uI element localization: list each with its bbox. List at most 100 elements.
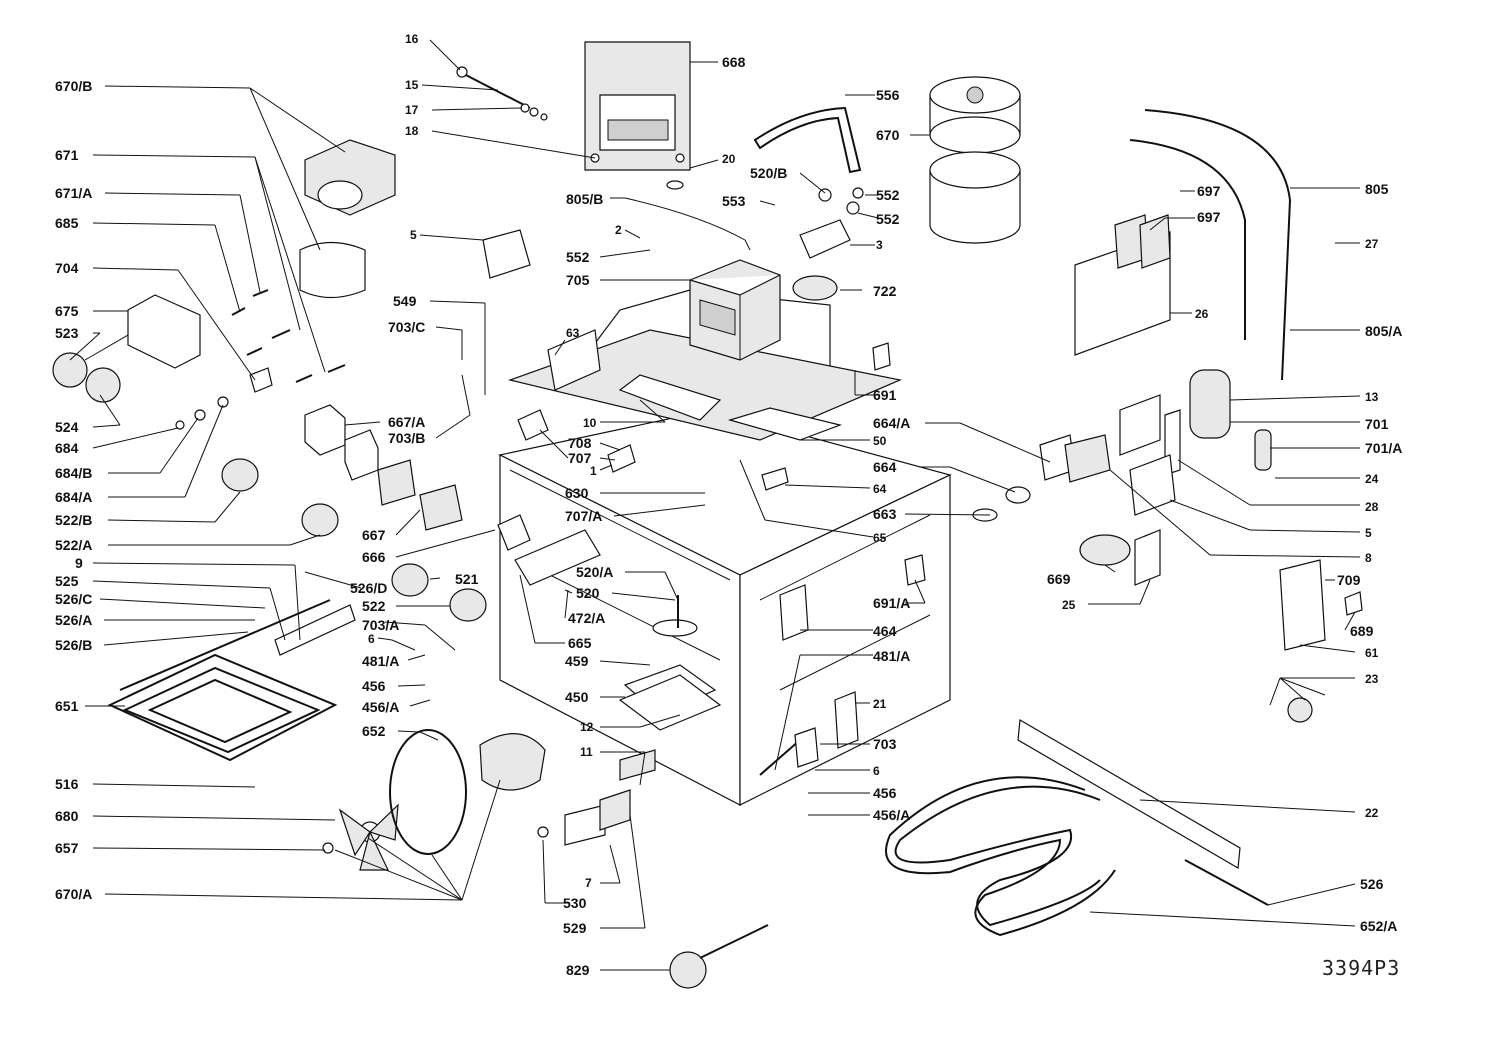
label-522a: 522/A xyxy=(55,537,92,553)
label-516: 516 xyxy=(55,776,79,792)
label-704: 704 xyxy=(55,260,79,276)
label-520b: 520/B xyxy=(750,165,787,181)
cooling-fan-motor xyxy=(299,139,396,299)
label-8: 8 xyxy=(1365,551,1372,565)
label-680: 680 xyxy=(55,808,79,824)
label-722: 722 xyxy=(873,283,897,299)
capacitor-assembly xyxy=(1074,214,1272,476)
label-666: 666 xyxy=(362,549,386,565)
screw-set xyxy=(231,289,346,393)
label-450: 450 xyxy=(565,689,589,705)
label-522: 522 xyxy=(362,598,386,614)
label-703b: 703/B xyxy=(388,430,425,446)
label-61: 61 xyxy=(1365,646,1379,660)
label-652: 652 xyxy=(362,723,386,739)
label-530: 530 xyxy=(563,895,587,911)
label-6-right: 6 xyxy=(873,764,880,778)
label-667: 667 xyxy=(362,527,386,543)
label-671a: 671/A xyxy=(55,185,92,201)
label-526: 526 xyxy=(1360,876,1384,892)
label-684a: 684/A xyxy=(55,489,92,505)
label-552-b: 552 xyxy=(876,211,900,227)
label-523: 523 xyxy=(55,325,79,341)
label-691: 691 xyxy=(873,387,897,403)
label-705: 705 xyxy=(566,272,590,288)
label-24: 24 xyxy=(1365,472,1379,486)
label-12: 12 xyxy=(580,720,594,734)
label-459: 459 xyxy=(565,653,589,669)
label-684b: 684/B xyxy=(55,465,92,481)
label-17: 17 xyxy=(405,103,419,117)
label-552-center: 552 xyxy=(566,249,590,265)
label-529: 529 xyxy=(563,920,587,936)
label-64: 64 xyxy=(873,482,887,496)
label-709: 709 xyxy=(1337,572,1361,588)
label-456a-center: 456/A xyxy=(362,699,399,715)
label-5-right: 5 xyxy=(1365,526,1372,540)
label-630: 630 xyxy=(565,485,589,501)
label-5-center: 5 xyxy=(410,228,417,242)
label-805: 805 xyxy=(1365,181,1389,197)
connectors xyxy=(482,229,1363,776)
label-526a: 526/A xyxy=(55,612,92,628)
label-22: 22 xyxy=(1365,806,1379,820)
label-685: 685 xyxy=(55,215,79,231)
label-684: 684 xyxy=(55,440,79,456)
label-707a: 707/A xyxy=(565,508,602,524)
label-28: 28 xyxy=(1365,500,1379,514)
label-63: 63 xyxy=(566,326,580,340)
label-524: 524 xyxy=(55,419,79,435)
screw-rod xyxy=(456,66,548,121)
label-805b: 805/B xyxy=(566,191,603,207)
label-664a: 664/A xyxy=(873,415,910,431)
label-549: 549 xyxy=(393,293,417,309)
selector-switches xyxy=(175,396,463,537)
control-knobs xyxy=(391,514,601,622)
grill-heater xyxy=(107,599,356,762)
label-23: 23 xyxy=(1365,672,1379,686)
label-703: 703 xyxy=(873,736,897,752)
label-456-right: 456 xyxy=(873,785,897,801)
door-hardware xyxy=(537,595,722,846)
convection-fan xyxy=(322,729,546,871)
label-657: 657 xyxy=(55,840,79,856)
drive-belt xyxy=(753,106,862,174)
label-663: 663 xyxy=(873,506,897,522)
label-670a: 670/A xyxy=(55,886,92,902)
label-25: 25 xyxy=(1062,598,1076,612)
label-689: 689 xyxy=(1350,623,1374,639)
label-701: 701 xyxy=(1365,416,1389,432)
label-481a-center: 481/A xyxy=(362,653,399,669)
label-664: 664 xyxy=(873,459,897,475)
label-670b: 670/B xyxy=(55,78,92,94)
label-13: 13 xyxy=(1365,390,1379,404)
label-703a: 703/A xyxy=(362,617,399,633)
label-50: 50 xyxy=(873,434,887,448)
control-panel xyxy=(52,294,201,403)
signal-wire xyxy=(624,197,751,251)
label-3: 3 xyxy=(876,238,883,252)
turntable-motor xyxy=(792,187,864,301)
label-20: 20 xyxy=(722,152,736,166)
label-481a-right: 481/A xyxy=(873,648,910,664)
label-552-a: 552 xyxy=(876,187,900,203)
label-456-center: 456 xyxy=(362,678,386,694)
part-labels: 16 15 17 18 668 20 805/B 670/B 671 671/A… xyxy=(55,32,1402,980)
label-697-a: 697 xyxy=(1197,183,1221,199)
label-556: 556 xyxy=(876,87,900,103)
label-667a: 667/A xyxy=(388,414,425,430)
hv-cable-a xyxy=(1144,109,1292,381)
label-11: 11 xyxy=(580,745,593,759)
top-cover-box xyxy=(584,41,691,190)
label-2: 2 xyxy=(615,223,622,237)
label-651: 651 xyxy=(55,698,79,714)
label-691a: 691/A xyxy=(873,595,910,611)
label-27: 27 xyxy=(1365,237,1379,251)
label-7: 7 xyxy=(585,876,592,890)
label-21: 21 xyxy=(873,697,887,711)
label-65: 65 xyxy=(873,531,887,545)
label-670: 670 xyxy=(876,127,900,143)
label-520: 520 xyxy=(576,585,600,601)
label-526c: 526/C xyxy=(55,591,92,607)
